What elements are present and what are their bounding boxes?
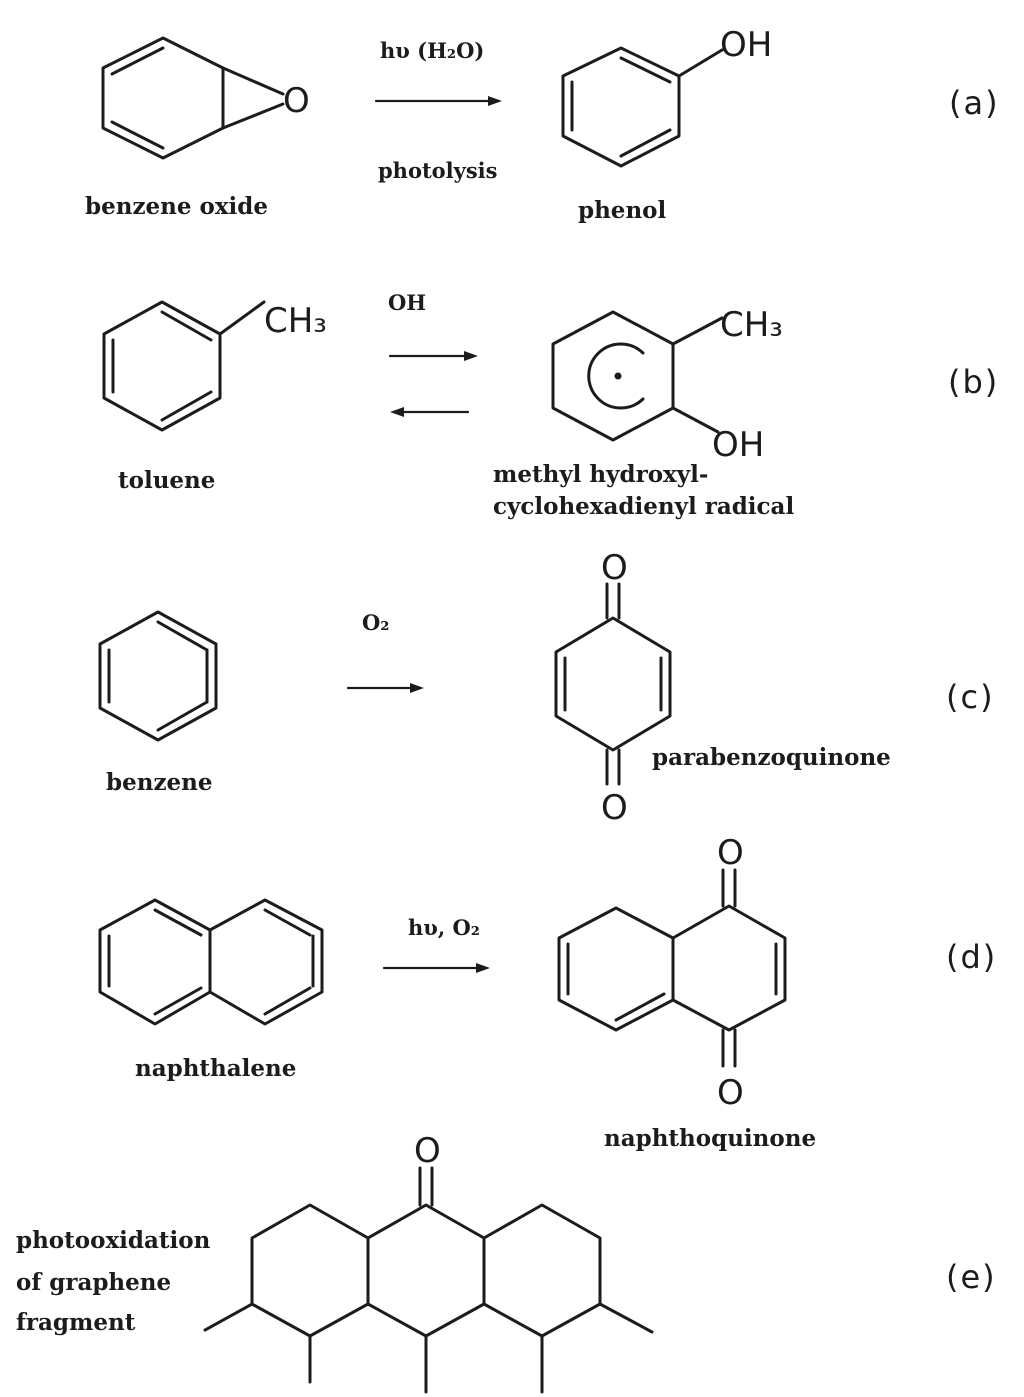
naphthoquinone-bottom-oxygen: O: [717, 1073, 744, 1113]
naphthoquinone-structure: [557, 868, 787, 1068]
reaction-tag-b: (b): [948, 363, 999, 401]
naphthalene-structure: [98, 898, 324, 1026]
reactant-label-naphthalene: naphthalene: [135, 1055, 296, 1082]
radical-oh-group: OH: [712, 425, 764, 465]
reactant-label-toluene: toluene: [118, 467, 215, 494]
reaction-d: naphthalene hυ, O₂ O O naphthoquinone (d…: [98, 833, 997, 1152]
cyclohexadienyl-radical-structure: [551, 310, 724, 442]
graphene-fragment-structure: [203, 1166, 654, 1394]
product-label-naphthoquinone: naphthoquinone: [604, 1125, 816, 1152]
reaction-tag-a: (a): [949, 84, 1000, 122]
forward-arrow: [346, 683, 424, 693]
reaction-tag-d: (d): [946, 938, 997, 976]
toluene-ch3-group: CH₃: [264, 301, 327, 341]
reverse-arrow: [390, 407, 470, 417]
reaction-b: CH₃ toluene OH CH₃ OH methyl hydroxyl- c…: [102, 290, 999, 520]
reaction-c: benzene O₂ O O parabenzoquinone (c): [98, 548, 995, 828]
product-label-parabenzoquinone: parabenzoquinone: [652, 744, 891, 771]
condition-light-oxygen: hυ, O₂: [408, 915, 480, 940]
product-label-line1: methyl hydroxyl-: [493, 461, 708, 488]
condition-hydroxyl: OH: [388, 290, 426, 315]
benzene-structure: [98, 610, 218, 742]
graphene-carbonyl-oxygen: O: [414, 1131, 441, 1171]
forward-arrow: [374, 96, 502, 106]
reactant-label-benzene: benzene: [106, 769, 213, 796]
reaction-e: photooxidation of graphene fragment O (e…: [16, 1131, 997, 1394]
phenol-structure: [561, 46, 724, 168]
parabenzoquinone-structure: [554, 582, 672, 786]
condition-photolysis-light: hυ (H₂O): [380, 38, 484, 63]
toluene-structure: [102, 300, 266, 432]
reaction-tag-c: (c): [946, 678, 995, 716]
condition-oxygen: O₂: [362, 610, 390, 635]
reactant-label-benzene-oxide: benzene oxide: [85, 193, 268, 220]
radical-ch3-group: CH₃: [720, 305, 783, 345]
product-label-phenol: phenol: [578, 197, 667, 224]
quinone-top-oxygen: O: [601, 548, 628, 588]
naphthoquinone-top-oxygen: O: [717, 833, 744, 873]
oxide-oxygen-atom: O: [283, 81, 310, 121]
reaction-a: O benzene oxide hυ (H₂O) photolysis OH p…: [85, 25, 1000, 224]
graphene-label-line1: photooxidation: [16, 1227, 211, 1254]
product-label-line2: cyclohexadienyl radical: [493, 493, 794, 520]
reaction-tag-e: (e): [946, 1258, 997, 1296]
benzene-oxide-structure: [101, 36, 285, 160]
phenol-oh-group: OH: [720, 25, 772, 65]
forward-arrow: [388, 351, 478, 361]
condition-photolysis-label: photolysis: [378, 158, 497, 183]
quinone-bottom-oxygen: O: [601, 788, 628, 828]
graphene-label-line2: of graphene: [16, 1269, 171, 1296]
forward-arrow: [382, 963, 490, 973]
graphene-label-line3: fragment: [16, 1309, 136, 1336]
